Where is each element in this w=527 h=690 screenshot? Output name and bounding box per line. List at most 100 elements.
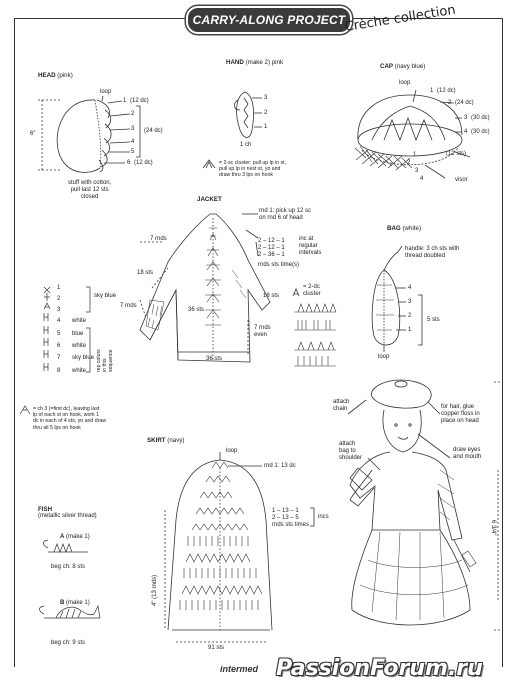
bag-sts-label: 5 sts xyxy=(427,317,440,323)
stripe-legend-glyphs xyxy=(43,286,91,373)
head-row-1: 1 xyxy=(123,98,127,104)
cap-row-3: 3 xyxy=(464,115,468,121)
stripe-row-7: 7 xyxy=(57,355,61,361)
jacket-title: JACKET xyxy=(197,196,222,203)
jacket-36sts-mid: 36 sts xyxy=(188,307,205,313)
head-row-6: 6 xyxy=(127,160,131,166)
cap-diagram xyxy=(354,89,471,179)
stripe-row-4: 4 xyxy=(57,318,61,324)
cap-lower-row-3: 3 xyxy=(415,168,419,174)
skirt-diagram xyxy=(164,452,315,643)
doll-hair-note: for hair, glue copper floss in place on … xyxy=(441,404,480,424)
cap-count-12sts: (12 sts) xyxy=(446,151,467,157)
bag-row-2: 2 xyxy=(408,313,412,319)
bag-title: BAG (white) xyxy=(387,225,422,232)
stripe-color-white-2: white xyxy=(72,343,87,349)
fish-a-label: A (make 1) xyxy=(60,534,90,540)
bag-row-3: 3 xyxy=(408,299,412,305)
jacket-18sts-left: 18 sts xyxy=(137,270,154,276)
fish-b-label: B (make 1) xyxy=(60,600,90,606)
head-note: stuff with cotton, pull last 12 sts clos… xyxy=(68,180,112,200)
cap-count-30dc-b: (30 dc) xyxy=(471,129,490,135)
skirt-incs-label: incs xyxy=(318,514,329,520)
head-count-24dc: (24 dc) xyxy=(144,128,163,134)
skirt-seq: 1 – 13 – 1 2 – 13 – 5 xyxy=(272,508,299,521)
stripe-row-2: 2 xyxy=(57,296,61,302)
stripe-color-white-1: white xyxy=(72,318,87,324)
jacket-seq: 2 – 12 – 1 2 – 12 – 1 2 – 36 – 1 xyxy=(258,238,285,258)
bag-row-4: 4 xyxy=(408,285,412,291)
skirt-title: SKIRT (navy) xyxy=(147,437,185,444)
fish-b-beg: beg ch: 9 sts xyxy=(51,640,86,646)
jacket-7rnds-top: 7 rnds xyxy=(150,236,167,242)
cap-row-2: 2 xyxy=(448,100,452,106)
cap-loop-label: loop xyxy=(399,80,411,86)
stripe-color-sky-blue: sky blue xyxy=(94,293,117,299)
cap-count-30dc-a: (30 dc) xyxy=(471,115,490,121)
fish-title: FISH xyxy=(38,506,53,513)
head-row-2: 2 xyxy=(131,111,135,117)
bag-row-1: 1 xyxy=(408,327,412,333)
cap-lower-row-2: 2 xyxy=(407,160,411,166)
hand-row-2: 2 xyxy=(264,110,268,116)
site-watermark: PassionForum.ru xyxy=(276,656,483,681)
dc2-cluster-label: = 2-dc cluster xyxy=(303,284,321,297)
stripe-row-6: 6 xyxy=(57,343,61,349)
doll-illustration xyxy=(347,379,502,631)
doll-height: 6 3/4" xyxy=(490,520,496,536)
head-loop-label: loop xyxy=(100,89,112,95)
jacket-7rnds-even: 7 rnds even xyxy=(254,325,271,338)
head-height: 6" xyxy=(30,131,36,137)
stripe-color-sky-blue-2: sky blue xyxy=(72,355,95,361)
hand-title: HAND (make 2) pink xyxy=(226,59,284,66)
skirt-rnds-sts: rnds sts times xyxy=(272,522,310,528)
hand-row-3: 3 xyxy=(264,95,268,101)
stripe-row-5: 5 xyxy=(57,331,61,337)
stripe-color-blue: blue xyxy=(72,331,84,337)
bag-diagram xyxy=(371,245,423,352)
fish-subtitle: (metallic silver thread) xyxy=(38,513,97,519)
ch3-cluster-note: = ch 3 (=first dc), leaving last lp of e… xyxy=(33,406,106,431)
skirt-loop-label: loop xyxy=(226,448,238,454)
sc2-cluster-note: = 2-sc cluster: pull up lp in st, pull u… xyxy=(219,160,287,179)
head-count-12dc: (12 dc) xyxy=(130,98,149,104)
doll-attach-chain: attach chain xyxy=(333,399,350,412)
doll-attach-bag: attach bag to shoulder xyxy=(339,441,363,461)
hand-diagram xyxy=(234,91,262,138)
head-row-5: 5 xyxy=(131,149,135,155)
cap-lower-row-1: 1 xyxy=(413,152,417,158)
fish-a-beg: beg ch: 8 sts xyxy=(51,564,86,570)
hand-row-1: 1 xyxy=(264,124,268,130)
skirt-rnd1: rnd 1: 13 dc xyxy=(264,463,296,469)
cap-visor-label: visor xyxy=(455,177,468,183)
stripe-row-3: 3 xyxy=(57,307,61,313)
doll-eyes-note: draw eyes and mouth xyxy=(453,447,482,460)
bag-loop-label: loop xyxy=(378,354,390,360)
stripe-color-white-3: white xyxy=(72,368,87,374)
head-row-4: 4 xyxy=(131,139,135,145)
head-count-12dc-bottom: (12 dc) xyxy=(134,160,153,166)
hand-ch-label: 1 ch xyxy=(240,142,252,148)
cap-lower-row-4: 4 xyxy=(420,176,424,182)
jacket-7rnds-sleeve: 7 rnds xyxy=(120,303,137,309)
skill-level-label: intermed xyxy=(220,664,259,674)
head-diagram xyxy=(38,95,141,173)
stripe-row-8: 8 xyxy=(57,368,61,374)
cap-title: CAP (navy blue) xyxy=(380,63,426,70)
cap-row-4: 4 xyxy=(464,129,468,135)
skirt-width: 91 sts xyxy=(208,645,225,651)
project-banner: CARRY-ALONG PROJECT xyxy=(186,6,352,34)
cap-count-24dc: (24 dc) xyxy=(455,100,474,106)
jacket-diagram xyxy=(139,213,271,363)
jacket-rnds-sts: rnds sts time(s) xyxy=(258,262,300,268)
skirt-height: 4" (13 rnds) xyxy=(152,574,158,606)
stripe-repeat-note: rep colors in this sequence xyxy=(96,349,115,372)
stripe-row-1: 1 xyxy=(57,285,61,291)
jacket-rnd1: rnd 1: pick up 12 sc on rnd 6 of head xyxy=(259,208,312,221)
jacket-18sts-right: 18 sts xyxy=(263,293,280,299)
bag-handle-note: handle: 3 ch sts with thread doubled xyxy=(405,246,460,259)
jacket-inc-note: inc at regular intervals xyxy=(299,236,322,256)
fish-diagrams xyxy=(39,539,101,619)
jacket-swatch xyxy=(294,303,337,367)
